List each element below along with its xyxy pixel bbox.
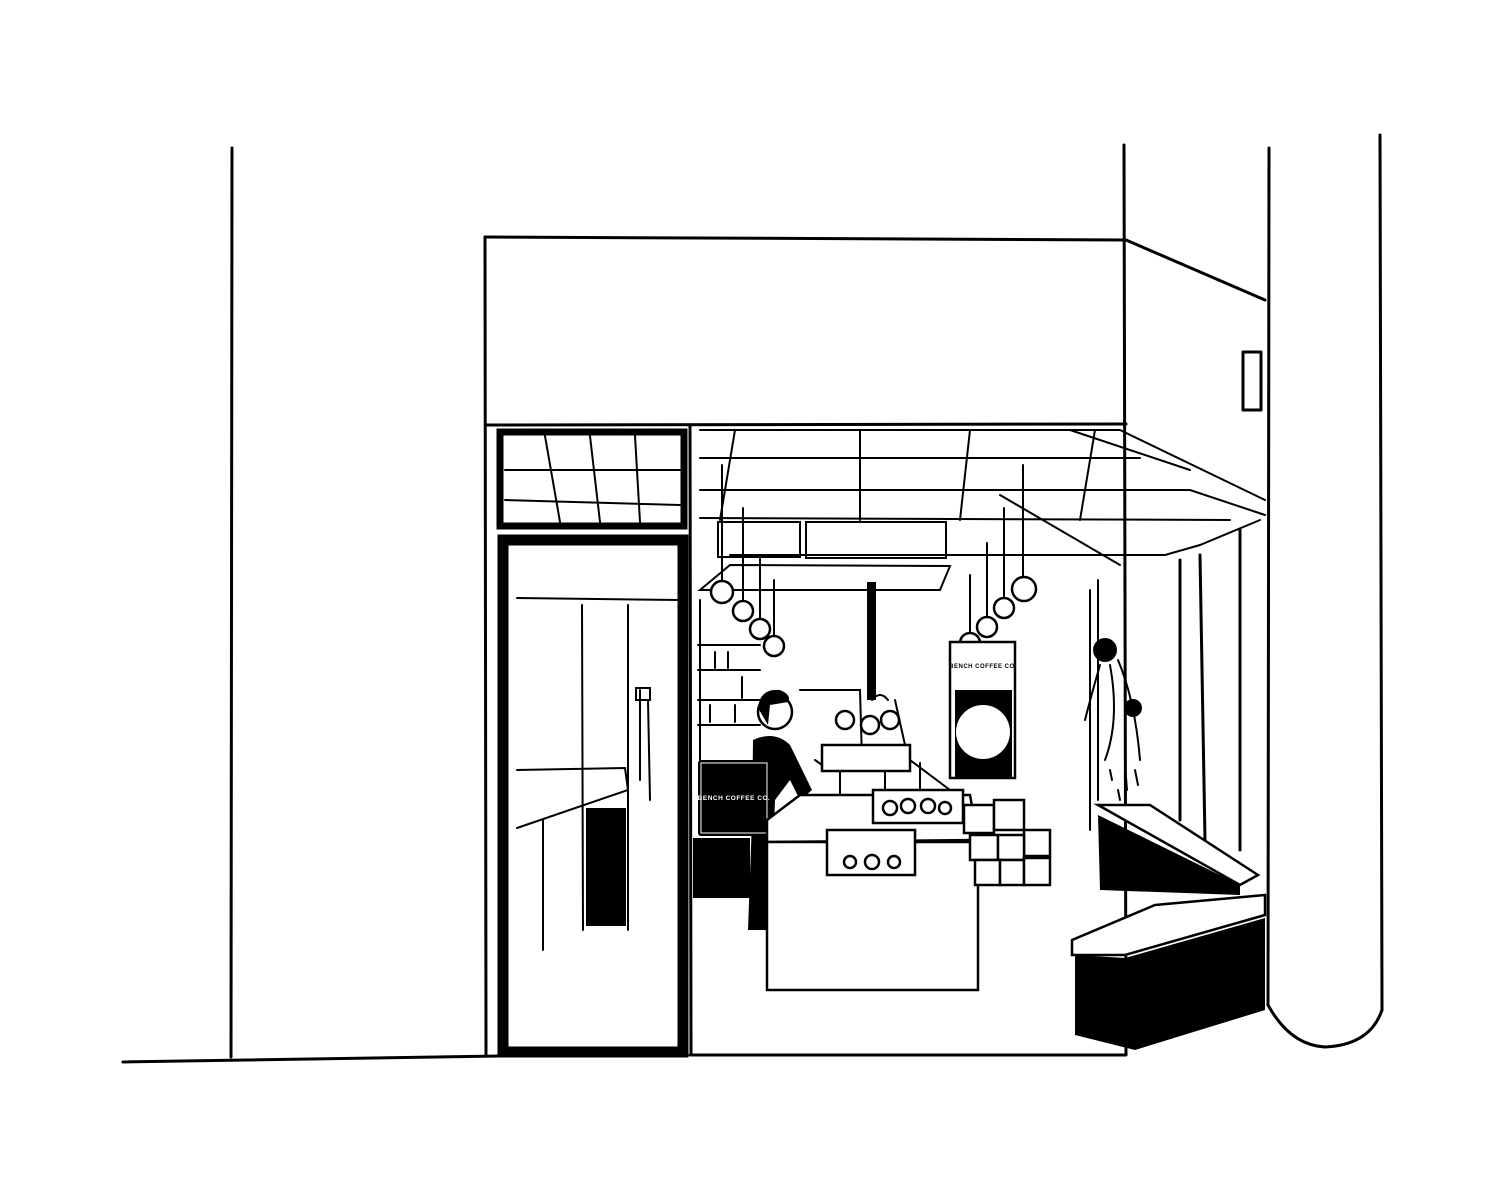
counter xyxy=(765,788,980,992)
pendant-lamp xyxy=(748,617,772,641)
pendant-lamp xyxy=(709,579,735,605)
storefront-fascia xyxy=(483,143,1267,1057)
sandwich-board: BENCH COFFEE CO. xyxy=(693,760,770,898)
left-pillar xyxy=(121,146,502,1064)
door-transom xyxy=(496,428,688,530)
entrance-door[interactable] xyxy=(497,534,689,1058)
pendant-lamp xyxy=(1010,575,1038,603)
wall-poster: BENCH COFFEE CO. xyxy=(948,640,1017,780)
pendant-lamp xyxy=(975,615,999,639)
window-bench xyxy=(1070,803,1267,1050)
pendant-lamp xyxy=(731,599,755,623)
sandwich-board-text: BENCH COFFEE CO. xyxy=(698,795,771,802)
right-column xyxy=(1241,133,1384,1049)
pendant-lamps xyxy=(709,464,1038,658)
back-wall xyxy=(697,579,1099,831)
pendant-lamp xyxy=(762,634,786,658)
espresso-machine xyxy=(814,694,951,796)
retail-boxes xyxy=(962,798,1052,887)
pendant-lamp xyxy=(992,596,1016,620)
poster-text: BENCH COFFEE CO. xyxy=(949,664,1017,670)
hanging-plant xyxy=(1084,638,1142,801)
